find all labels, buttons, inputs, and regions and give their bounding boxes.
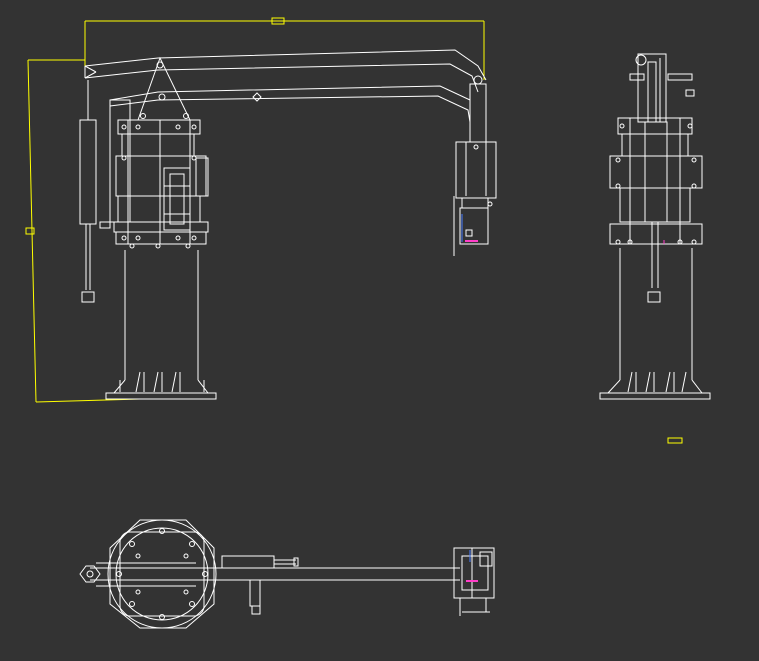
- pedestal-column[interactable]: [105, 250, 217, 400]
- column-head[interactable]: [109, 99, 209, 249]
- luffing-cylinder[interactable]: [79, 80, 111, 303]
- side-luffing-cylinder[interactable]: [647, 222, 661, 303]
- dimension-horizontal-reach[interactable]: [84, 17, 485, 80]
- plan-boom-arm[interactable]: [79, 562, 460, 587]
- dimension-tag-stray[interactable]: [667, 437, 683, 444]
- plan-luffing-cylinder[interactable]: [221, 555, 299, 615]
- dimension-text-box: [271, 17, 285, 25]
- boom-bolt-nut: [252, 92, 262, 102]
- plan-pivot-hex: [79, 565, 101, 583]
- side-pedestal-column[interactable]: [599, 248, 711, 400]
- side-elevation-view[interactable]: [599, 53, 711, 400]
- plan-base-flange[interactable]: [107, 519, 217, 629]
- side-column-head[interactable]: [609, 117, 703, 245]
- plan-view[interactable]: [79, 519, 495, 629]
- end-effector-head[interactable]: [453, 83, 497, 256]
- front-elevation-view[interactable]: [25, 17, 497, 403]
- slew-drive-motor[interactable]: [163, 157, 209, 231]
- plan-end-effector[interactable]: [453, 547, 495, 616]
- dimension-text-box: [25, 227, 35, 235]
- boom-arm[interactable]: [84, 49, 487, 123]
